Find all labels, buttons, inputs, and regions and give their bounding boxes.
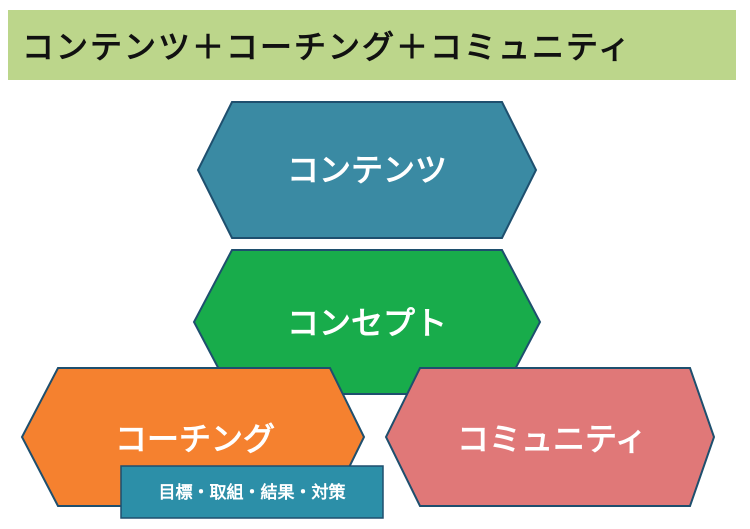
contents-node: コンテンツ [196,101,538,239]
concept-node: コンセプト [192,249,542,395]
community-label: コミュニティ [457,420,647,458]
coaching-detail-box: 目標・取組・結果・対策 [120,465,384,519]
coaching-detail-rect [120,465,384,519]
diagram-title: コンテンツ＋コーチング＋コミュニティ [22,28,633,66]
contents-hexagon [196,101,538,239]
coaching-detail-label: 目標・取組・結果・対策 [159,482,347,503]
concept-label: コンセプト [287,304,447,342]
coaching-label: コーチング [115,420,275,458]
community-hexagon [384,367,716,507]
title-banner: コンテンツ＋コーチング＋コミュニティ [8,10,736,80]
community-node: コミュニティ [384,367,716,507]
contents-label: コンテンツ [287,151,447,189]
